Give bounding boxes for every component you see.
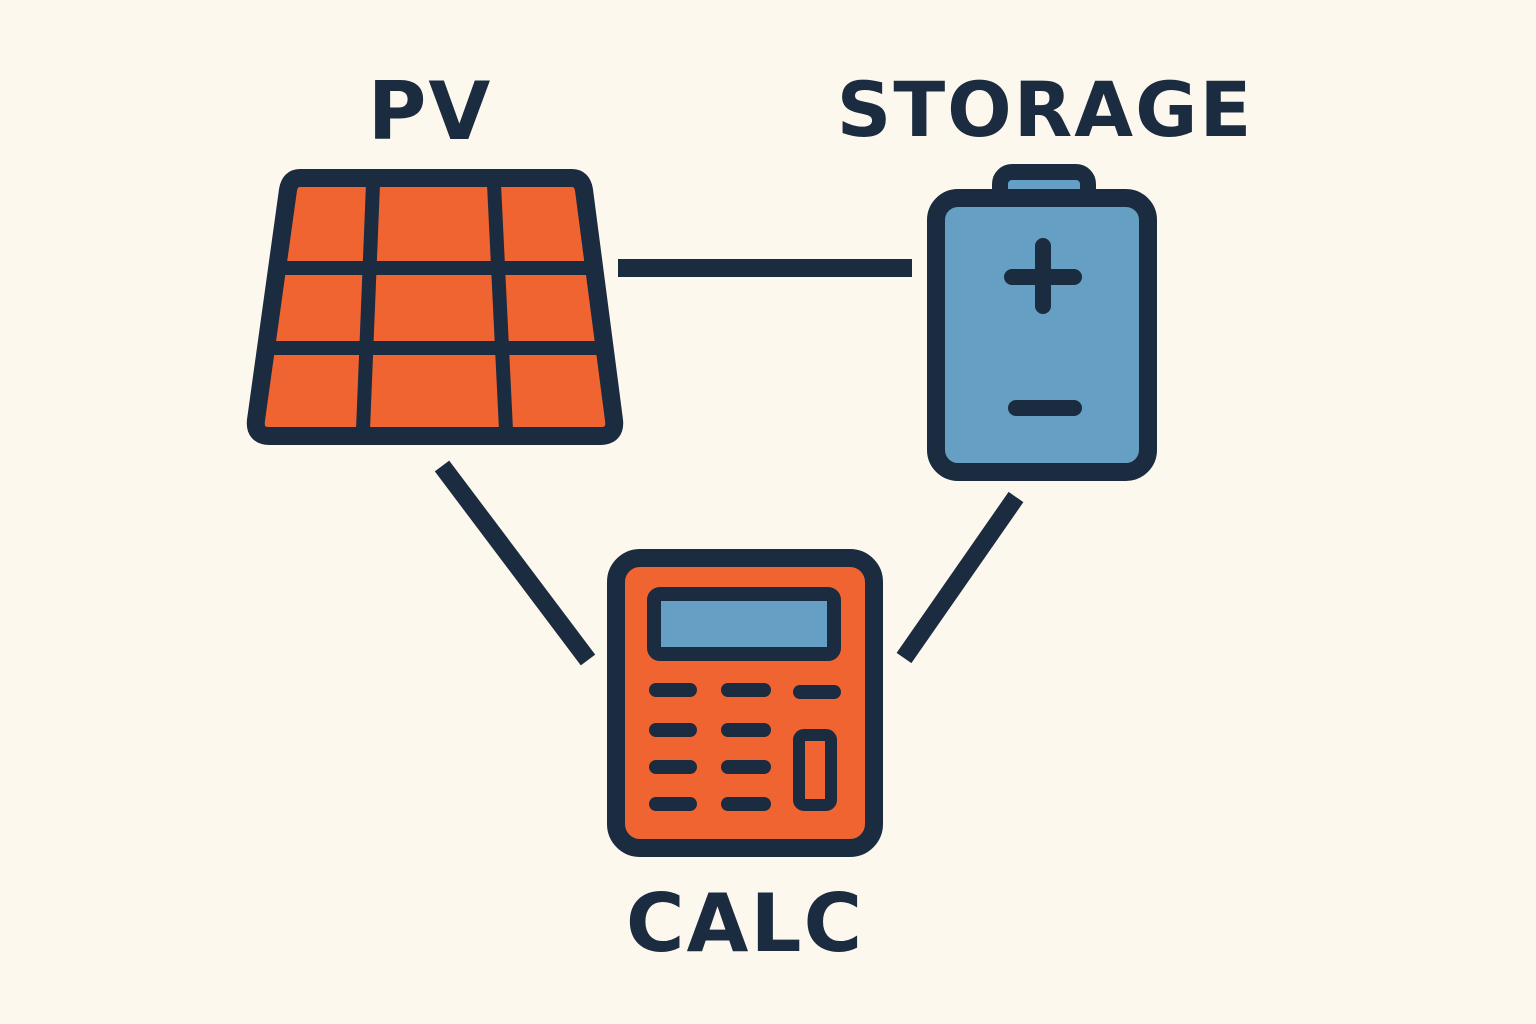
calculator-keys: [649, 683, 841, 811]
plus-icon: [1004, 238, 1082, 314]
connectors: [434, 259, 1024, 666]
calculator-icon: [607, 549, 883, 857]
edge-storage-calc: [896, 491, 1024, 664]
node-label-storage: STORAGE: [836, 65, 1254, 154]
calculator-screen: [647, 587, 841, 661]
calculator-equals-key: [793, 729, 837, 811]
solar-panel-icon: [246, 169, 624, 445]
node-label-pv: PV: [367, 65, 493, 158]
battery-icon: [927, 164, 1157, 481]
edge-pv-calc: [434, 460, 596, 666]
node-label-calc: CALC: [625, 877, 865, 970]
